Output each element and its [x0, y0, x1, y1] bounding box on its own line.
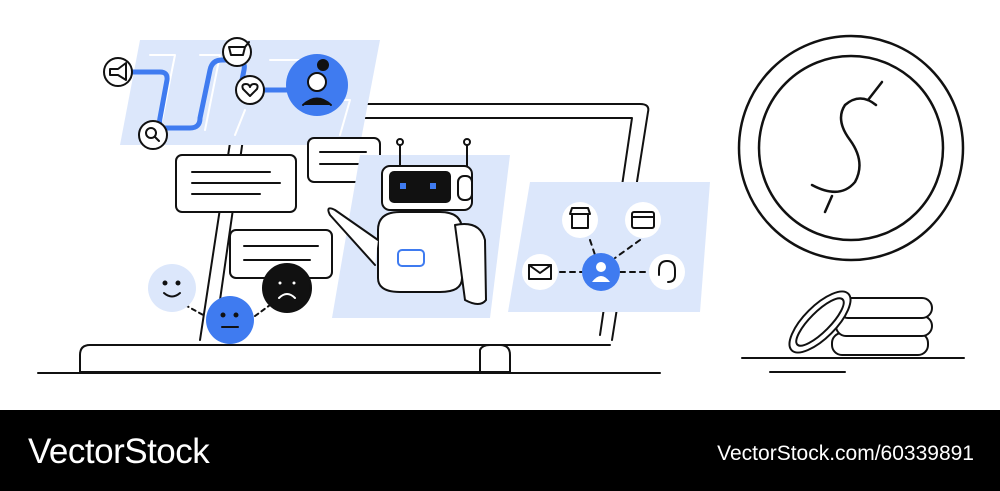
feedback-faces	[148, 263, 312, 344]
smile-face-icon	[148, 264, 196, 312]
coin-stack-icon	[741, 290, 965, 373]
neutral-face-icon	[206, 296, 254, 344]
watermark-url: VectorStock.com/60339891	[717, 442, 974, 465]
watermark-brand: VectorStock	[28, 432, 210, 471]
user-avatar-icon	[286, 54, 348, 116]
search-icon	[138, 120, 168, 150]
shopping-cart-icon	[222, 37, 252, 67]
laptop	[37, 103, 661, 374]
user-icon	[582, 253, 620, 291]
sad-face-icon	[262, 263, 312, 313]
headset-icon	[649, 254, 685, 290]
customer-journey-panel	[103, 37, 380, 150]
dollar-coin-icon	[737, 34, 965, 262]
mail-icon	[522, 254, 558, 290]
browser-icon	[625, 202, 661, 238]
watermark-footer: VectorStock VectorStock.com/60339891	[0, 410, 1000, 491]
services-panel	[508, 182, 710, 312]
store-icon	[562, 202, 598, 238]
megaphone-icon	[103, 57, 133, 87]
illustration-canvas	[37, 34, 965, 374]
robot-icon	[327, 138, 510, 318]
heart-icon	[235, 75, 265, 105]
